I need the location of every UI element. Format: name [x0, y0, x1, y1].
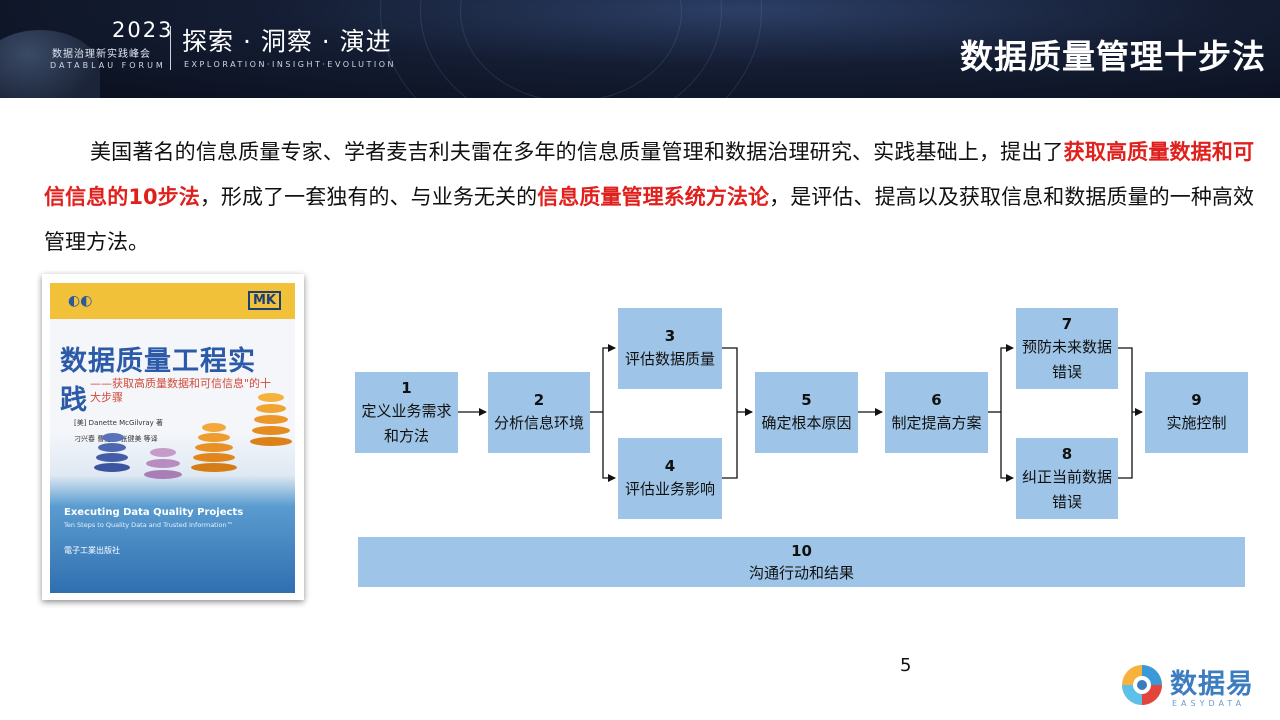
disc-decoration: [254, 415, 288, 424]
step-number: 3: [664, 327, 676, 345]
forum-name-en: DATABLAU FORUM: [50, 61, 166, 70]
book-title: 数据质量工程实践: [60, 346, 256, 416]
disc-decoration: [98, 443, 126, 452]
disc-decoration: [250, 437, 292, 446]
book-publisher: 電子工業出版社: [64, 546, 120, 555]
step-2-box: 2 分析信息环境: [488, 372, 590, 453]
step-label: 沟通行动和结果: [748, 564, 854, 582]
arrow-6-to-7: [1000, 344, 1014, 412]
header-banner: 2023 数据治理新实践峰会 DATABLAU FORUM 探索 · 洞察 · …: [0, 0, 1280, 98]
disc-decoration: [146, 459, 180, 468]
header-divider: [170, 26, 171, 70]
connector-7-8-merge: [1118, 347, 1133, 479]
step-label: 纠正当前数据错误: [1022, 467, 1113, 511]
step-5-box: 5 确定根本原因: [755, 372, 858, 453]
disc-decoration: [256, 404, 286, 413]
step-label: 分析信息环境: [494, 414, 585, 432]
disc-decoration: [150, 448, 176, 457]
intro-highlight-methodology: 信息质量管理系统方法论: [537, 185, 770, 209]
step-number: 7: [1061, 314, 1073, 333]
book-publisher-mark: MK: [247, 291, 281, 310]
logo-text-cn: 数据易: [1170, 669, 1254, 700]
disc-decoration: [193, 453, 235, 462]
step-label: 预防未来数据错误: [1022, 337, 1113, 381]
step-number: 1: [401, 378, 412, 397]
step-number: 2: [533, 391, 545, 409]
step-label: 实施控制: [1166, 414, 1227, 432]
disc-decoration: [195, 443, 233, 452]
intro-highlight-ten-steps: 获取高质量数据和可信信息的10步法: [44, 140, 1255, 209]
connector-3-4-merge: [722, 347, 738, 479]
logo-text-en: EASYDATA: [1172, 699, 1246, 708]
step-9-box: 9 实施控制: [1145, 372, 1248, 453]
book-english-subtitle: Ten Steps to Quality Data and Trusted In…: [64, 521, 234, 529]
arrow-6-to-8: [1000, 412, 1014, 482]
step-label: 确定根本原因: [761, 414, 852, 432]
step-1-box: 1 定义业务需求和方法: [355, 372, 458, 453]
step-number: 8: [1061, 444, 1073, 463]
step-7-box: 7 预防未来数据错误: [1016, 308, 1118, 389]
book-top-band: [50, 283, 295, 319]
step-label: 评估业务影响: [624, 480, 715, 498]
disc-decoration: [94, 463, 130, 472]
step-4-box: 4 评估业务影响: [618, 438, 722, 519]
forum-theme-cn: 探索 · 洞察 · 演进: [182, 27, 392, 56]
step-number: 9: [1191, 391, 1202, 409]
step-label: 评估数据质量: [624, 350, 715, 368]
disc-decoration: [191, 463, 237, 472]
forum-theme-en: EXPLORATION·INSIGHT·EVOLUTION: [184, 60, 397, 69]
step-number: 6: [931, 391, 942, 409]
intro-text: ，形成了一套独有的、与业务无关的: [199, 185, 538, 209]
step-3-box: 3 评估数据质量: [618, 308, 722, 389]
disc-decoration: [144, 470, 182, 479]
book-logo-icon: ◐◐: [68, 293, 93, 309]
book-cover: ◐◐ MK 数据质量工程实践 ——获取高质量数据和可信信息"的十大步骤 [美] …: [42, 274, 304, 600]
book-subtitle: ——获取高质量数据和可信信息"的十大步骤: [90, 377, 272, 404]
book-author-line: [美] Danette McGilvray 著: [74, 419, 164, 427]
step-number: 4: [664, 457, 676, 475]
disc-decoration: [198, 433, 230, 442]
disc-decoration: [202, 423, 226, 432]
forum-year: 2023: [112, 18, 174, 42]
book-cover-art: ◐◐ MK 数据质量工程实践 ——获取高质量数据和可信信息"的十大步骤 [美] …: [50, 283, 295, 593]
intro-paragraph: 美国著名的信息质量专家、学者麦吉利夫雷在多年的信息质量管理和数据治理研究、实践基…: [44, 130, 1254, 265]
disc-decoration: [258, 393, 284, 402]
page-number: 5: [900, 655, 912, 676]
step-number: 10: [791, 542, 812, 560]
slide-title: 数据质量管理十步法: [960, 37, 1266, 76]
step-label: 制定提高方案: [891, 414, 982, 432]
arrow-2-to-3: [602, 344, 616, 412]
intro-text: 美国著名的信息质量专家、学者麦吉利夫雷在多年的信息质量管理和数据治理研究、实践基…: [90, 140, 1064, 164]
disc-decoration: [96, 453, 128, 462]
step-label: 定义业务需求和方法: [361, 401, 452, 445]
book-english-title: Executing Data Quality Projects: [64, 507, 244, 518]
disc-decoration: [252, 426, 290, 435]
step-10-box: 10 沟通行动和结果: [358, 537, 1245, 587]
easydata-logo-icon: [1122, 665, 1162, 705]
disc-decoration: [102, 433, 124, 442]
step-number: 5: [801, 391, 812, 409]
step-8-box: 8 纠正当前数据错误: [1016, 438, 1118, 519]
arrow-2-to-4: [602, 412, 616, 482]
intro-text: ，是评估、提高以及获取信息和数据质量的一种高效管理方法。: [44, 185, 1255, 254]
step-6-box: 6 制定提高方案: [885, 372, 988, 453]
forum-name-cn: 数据治理新实践峰会: [52, 49, 151, 60]
